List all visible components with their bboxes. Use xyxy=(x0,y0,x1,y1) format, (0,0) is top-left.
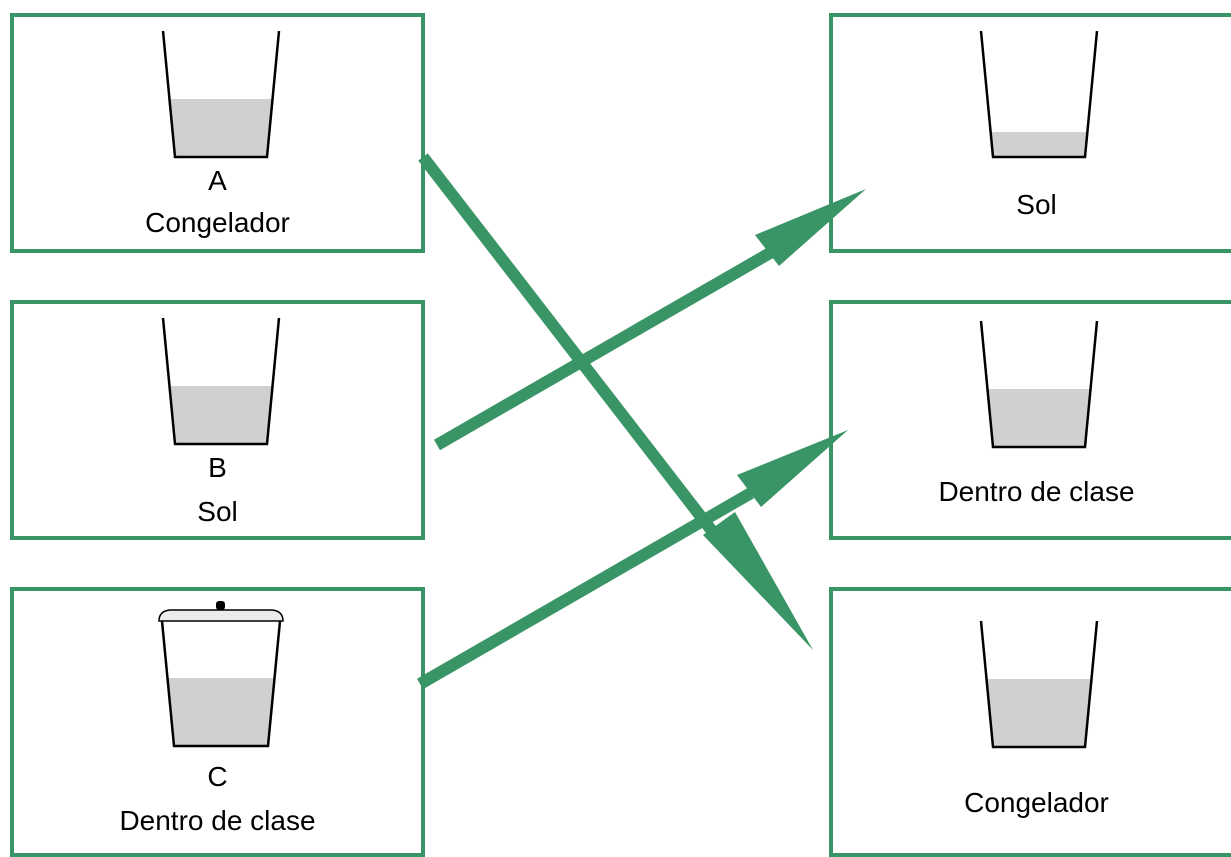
water-right-congelador xyxy=(985,679,1093,747)
water-b xyxy=(168,386,274,444)
card-right-congelador-location: Congelador xyxy=(964,787,1109,818)
card-a-location: Congelador xyxy=(145,207,290,238)
card-c-location: Dentro de clase xyxy=(119,805,316,836)
water-right-clase xyxy=(986,389,1092,447)
card-right-sol-location: Sol xyxy=(1016,189,1057,220)
arrow-c-to-dentro-de-clase xyxy=(417,430,848,690)
card-a-letter: A xyxy=(208,165,227,196)
lid-knob xyxy=(216,601,225,610)
cup-right-congelador-icon xyxy=(979,620,1099,749)
cup-a-icon xyxy=(161,30,281,159)
card-b-letter: B xyxy=(208,452,227,483)
cup-b-icon xyxy=(161,317,281,446)
arrow-b-to-sol xyxy=(434,189,866,451)
card-right-clase: Dentro de clase xyxy=(829,300,1231,540)
card-c: C Dentro de clase xyxy=(10,587,425,857)
cup-right-sol-icon xyxy=(979,30,1099,159)
water-right-sol xyxy=(991,132,1087,157)
card-c-letter: C xyxy=(207,761,228,792)
water-a xyxy=(168,99,274,157)
lid xyxy=(158,609,284,622)
cup-right-clase-icon xyxy=(979,320,1099,449)
card-a: A Congelador xyxy=(10,13,425,253)
card-right-congelador: Congelador xyxy=(829,587,1231,857)
cup-c-with-lid-icon xyxy=(158,601,284,748)
card-right-sol: Sol xyxy=(829,13,1231,253)
card-b-location: Sol xyxy=(197,496,238,527)
card-b: B Sol xyxy=(10,300,425,540)
arrow-a-to-congelador xyxy=(418,153,813,650)
water-c xyxy=(167,678,275,746)
card-right-clase-location: Dentro de clase xyxy=(938,476,1135,507)
